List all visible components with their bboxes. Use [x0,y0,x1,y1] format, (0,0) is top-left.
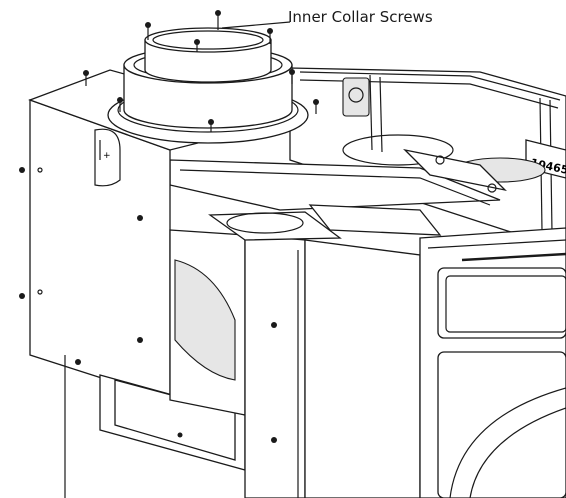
screw [208,119,214,132]
inner-collar [144,27,272,83]
inner-collar-screws-label: Inner Collar Screws [288,8,433,26]
screw [215,10,221,30]
top-deck [169,134,546,211]
screw [267,28,273,44]
front-door [419,227,566,498]
deck-opening [208,204,442,241]
collar-flange-screws [83,69,319,132]
screw [145,22,151,40]
screw [194,39,200,52]
screw [289,69,295,84]
lower-duct-box [64,229,251,498]
front-post [244,234,421,498]
screw [117,97,123,112]
callout-leader-line [221,21,291,29]
screw [313,99,319,114]
svg-text:+: + [103,151,111,161]
screw [83,70,89,86]
inner-collar-screws [145,10,273,52]
